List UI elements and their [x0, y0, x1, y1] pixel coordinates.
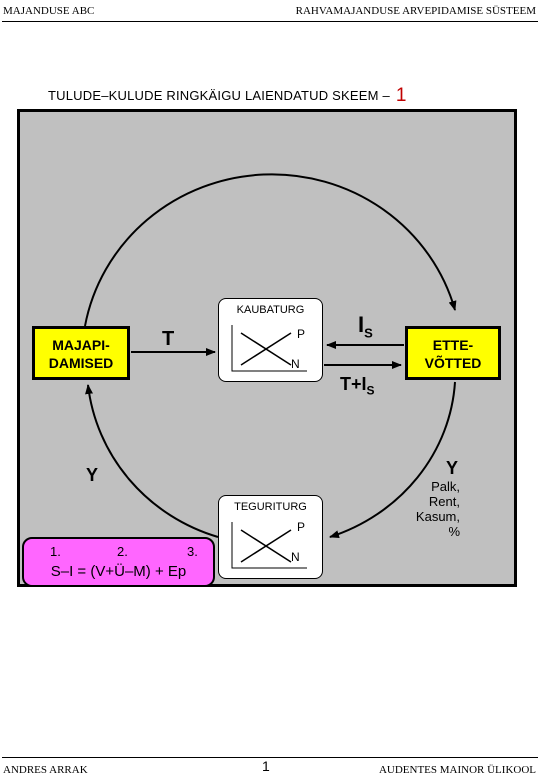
formula-number-2: 2. — [117, 544, 128, 559]
label-y-left: Y — [86, 465, 99, 485]
factor-market-supply-demand-icon — [231, 522, 307, 569]
title-text: TULUDE–KULUDE RINGKÄIGU LAIENDATUD SKEEM… — [48, 88, 390, 103]
households-line2: DAMISED — [48, 355, 114, 371]
factor-market-p: P — [297, 520, 306, 534]
label-t-plus-is-sub: S — [366, 383, 375, 398]
income-types: Palk, Rent, Kasum, % — [416, 479, 460, 539]
goods-market-box: KAUBATURG P N — [218, 298, 323, 382]
footer-left: ANDRES ARRAK — [3, 764, 88, 776]
income-type-wage: Palk, — [431, 479, 460, 494]
goods-market-supply-demand-icon — [231, 325, 307, 372]
label-is: IS — [358, 312, 373, 340]
goods-market-name: KAUBATURG — [236, 304, 305, 316]
label-y-right: Y — [446, 458, 459, 478]
income-type-interest: % — [448, 524, 460, 539]
arc-left-arrow — [85, 384, 219, 538]
income-type-profit: Kasum, — [415, 509, 460, 524]
title-number: 1 — [395, 85, 407, 106]
header-left: MAJANDUSE ABC — [3, 5, 95, 17]
header-rule — [2, 21, 538, 22]
arc-top-arrow — [84, 173, 457, 327]
income-type-rent: Rent, — [428, 494, 460, 509]
label-t: T — [162, 328, 175, 350]
formula-equation: S–I = (V+Ü–M) + Ep — [50, 563, 187, 580]
firms-line1: ETTE- — [432, 337, 474, 353]
label-is-sub: S — [364, 325, 373, 341]
households-line1: MAJAPI- — [52, 337, 110, 353]
goods-market-n: N — [291, 357, 300, 371]
firms-box: ETTE- VÕTTED — [405, 326, 501, 380]
households-box: MAJAPI- DAMISED — [32, 326, 130, 380]
header-right: RAHVAMAJANDUSE ARVEPIDAMISE SÜSTEEM — [295, 5, 536, 17]
footer-rule — [2, 757, 538, 758]
label-t-plus-is: T+IS — [340, 374, 375, 398]
page-title: TULUDE–KULUDE RINGKÄIGU LAIENDATUD SKEEM… — [48, 85, 407, 107]
page-number: 1 — [262, 758, 270, 774]
label-is-base: I — [358, 312, 365, 337]
label-t-plus-is-base: T+I — [340, 374, 367, 394]
factor-market-box: TEGURITURG P N — [218, 495, 323, 579]
firms-line2: VÕTTED — [424, 355, 482, 371]
footer-right: AUDENTES MAINOR ÜLIKOOL — [378, 764, 536, 776]
arc-right-arrow — [329, 381, 456, 539]
savings-investment-formula: 1. 2. 3. S–I = (V+Ü–M) + Ep — [22, 537, 215, 587]
goods-market-p: P — [297, 327, 306, 341]
formula-number-1: 1. — [50, 544, 61, 559]
factor-market-n: N — [291, 550, 300, 564]
formula-number-3: 3. — [187, 544, 198, 559]
factor-market-name: TEGURITURG — [234, 501, 307, 513]
